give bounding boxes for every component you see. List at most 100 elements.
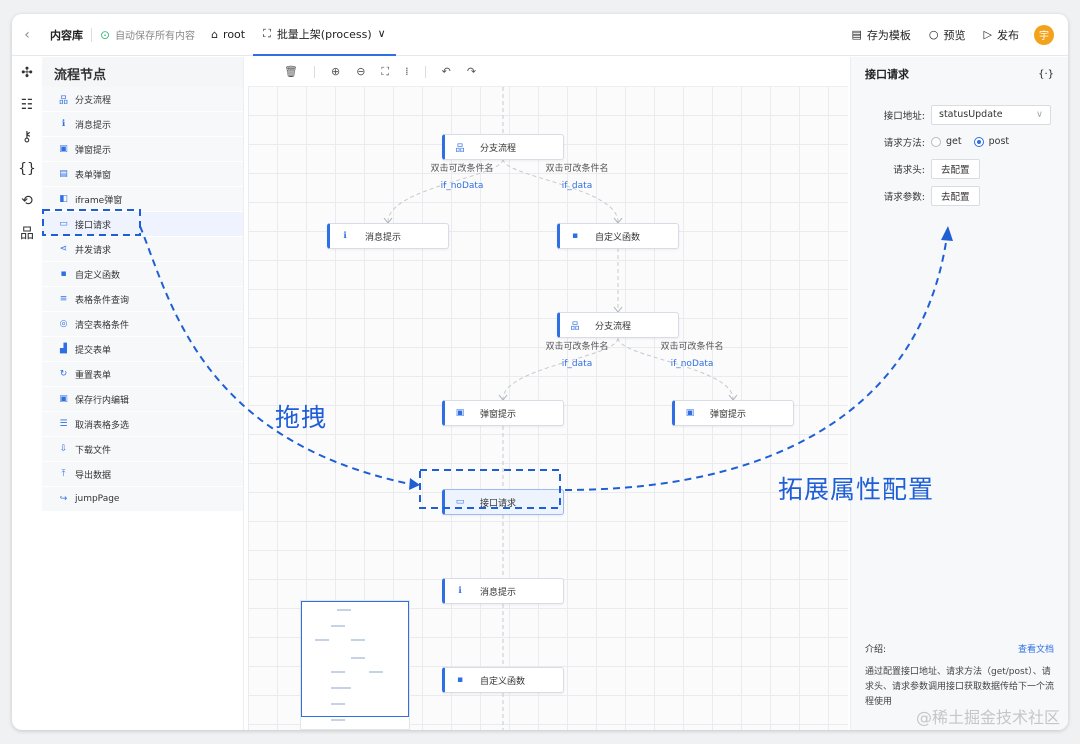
- minimap-viewport[interactable]: [301, 601, 409, 717]
- tree-list-icon[interactable]: ☷: [20, 97, 34, 113]
- hierarchy-icon[interactable]: 品: [20, 226, 34, 242]
- preview-label: 预览: [943, 28, 966, 42]
- branch-icon: 品: [58, 95, 68, 106]
- api-request-icon: ▭: [59, 219, 68, 229]
- radio-button: [931, 136, 941, 147]
- library-link[interactable]: 内容库: [42, 14, 91, 56]
- history-icon[interactable]: ⟲: [21, 193, 33, 209]
- properties-title: 接口请求: [865, 68, 909, 81]
- node-item[interactable]: ▤表单弹窗: [42, 162, 243, 187]
- puzzle-icon[interactable]: ✣: [21, 65, 33, 81]
- flow-node-popup[interactable]: ▣弹窗提示: [442, 400, 564, 426]
- save-template-button[interactable]: ▤存为模板: [843, 14, 920, 56]
- node-item[interactable]: ◧iframe弹窗: [42, 187, 243, 212]
- flow-node-function[interactable]: ▪自定义函数: [442, 667, 564, 693]
- node-item[interactable]: ◎清空表格条件: [42, 312, 243, 337]
- node-item-label: 提交表单: [75, 345, 112, 356]
- flow-node-api-request[interactable]: ▭接口请求: [442, 489, 564, 515]
- node-item[interactable]: ⤒导出数据: [42, 462, 243, 487]
- headers-config-button[interactable]: 去配置: [931, 158, 980, 179]
- node-item[interactable]: ↻重置表单: [42, 362, 243, 387]
- minimap[interactable]: [300, 600, 410, 730]
- tab-process[interactable]: ⛶ 批量上架(process) ∨: [253, 14, 396, 56]
- reset-icon: ↻: [59, 369, 68, 379]
- radio-label: get: [946, 136, 962, 147]
- node-item[interactable]: ↪jumpPage: [42, 487, 243, 512]
- node-item[interactable]: ▭接口请求: [42, 212, 243, 237]
- node-item-label: 取消表格多选: [75, 420, 130, 431]
- redo-icon[interactable]: ↷: [466, 65, 477, 78]
- flow-canvas[interactable]: 🗑 ⊕ ⊖ ⛶ ⁞ ↶ ↷: [248, 57, 848, 730]
- node-label: 弹窗提示: [480, 409, 517, 420]
- flow-node-branch[interactable]: 品分支流程: [557, 312, 679, 338]
- node-item[interactable]: ☰取消表格多选: [42, 412, 243, 437]
- condition-hint: 双击可改条件名: [430, 164, 494, 174]
- publish-button[interactable]: ▷发布: [975, 14, 1028, 56]
- node-item-label: 弹窗提示: [75, 145, 112, 156]
- node-item[interactable]: ≡ 表格条件查询: [42, 287, 243, 312]
- edge: [502, 158, 619, 223]
- radio-label: post: [988, 136, 1010, 147]
- node-item[interactable]: 品分支流程: [42, 87, 243, 112]
- chevron-down-icon[interactable]: ∨: [377, 27, 386, 40]
- zoom-out-icon[interactable]: ⊖: [356, 65, 366, 78]
- node-item[interactable]: ▣弹窗提示: [42, 137, 243, 162]
- delete-icon[interactable]: 🗑: [284, 65, 298, 78]
- app-window: ‹ 内容库 ⊙自动保存所有内容 ⌂root ⛶ 批量上架(process) ∨ …: [12, 14, 1068, 730]
- node-label: 自定义函数: [480, 676, 526, 687]
- node-item[interactable]: ▟提交表单: [42, 337, 243, 362]
- params-config-button[interactable]: 去配置: [931, 185, 980, 206]
- minimap-node: [331, 625, 345, 627]
- table-query-icon: ≡: [59, 294, 68, 304]
- url-label: 接口地址:: [883, 110, 925, 122]
- node-label: 消息提示: [365, 232, 402, 243]
- node-label: 分支流程: [595, 321, 632, 332]
- node-item-label: 表格条件查询: [75, 295, 130, 306]
- watermark: @稀土掘金技术社区: [915, 708, 1060, 727]
- actual-size-icon[interactable]: ⁞: [405, 65, 409, 78]
- code-icon[interactable]: {·}: [1038, 68, 1054, 80]
- save-template-label: 存为模板: [866, 28, 911, 42]
- condition-hint: 双击可改条件名: [545, 164, 609, 174]
- radio-button-checked: [973, 136, 984, 147]
- condition-value: if_noData: [670, 359, 714, 369]
- node-label: 自定义函数: [595, 232, 641, 243]
- concurrent-icon: ⋖: [59, 244, 68, 254]
- node-label: 接口请求: [480, 498, 517, 509]
- code-icon[interactable]: {}: [18, 161, 36, 177]
- flow-node-popup[interactable]: ▣弹窗提示: [672, 400, 794, 426]
- breadcrumb-root[interactable]: ⌂root: [203, 14, 253, 56]
- key-icon[interactable]: ⚷: [21, 129, 33, 145]
- method-get-radio[interactable]: get: [931, 136, 962, 147]
- chevron-left-icon[interactable]: ‹: [24, 26, 30, 43]
- minimap-node: [331, 687, 351, 689]
- method-post-radio[interactable]: post: [973, 136, 1010, 147]
- library-label: 内容库: [50, 28, 83, 42]
- flow-node-function[interactable]: ▪自定义函数: [557, 223, 679, 249]
- canvas-toolbar: 🗑 ⊕ ⊖ ⛶ ⁞ ↶ ↷: [248, 57, 848, 87]
- drag-annotation: 拖拽: [275, 403, 328, 432]
- search-icon: ○: [928, 28, 939, 41]
- node-item[interactable]: ⇩下载文件: [42, 437, 243, 462]
- condition-label[interactable]: 双击可改条件名 if_noData: [652, 339, 732, 373]
- node-item[interactable]: ⋖并发请求: [42, 237, 243, 262]
- flow-node-branch[interactable]: 品分支流程: [442, 134, 564, 160]
- view-docs-link[interactable]: 查看文档: [1017, 645, 1054, 655]
- zoom-in-icon[interactable]: ⊕: [330, 65, 341, 78]
- node-item[interactable]: ▪自定义函数: [42, 262, 243, 287]
- node-item[interactable]: ▣保存行内编辑: [42, 387, 243, 412]
- node-item-label: iframe弹窗: [75, 195, 123, 206]
- condition-hint: 双击可改条件名: [660, 342, 724, 352]
- fit-icon[interactable]: ⛶: [381, 64, 390, 78]
- avatar[interactable]: 宇: [1034, 24, 1054, 45]
- undo-icon[interactable]: ↶: [441, 65, 451, 78]
- url-select[interactable]: statusUpdate∨: [931, 104, 1051, 125]
- preview-button[interactable]: ○ 预览: [920, 14, 975, 56]
